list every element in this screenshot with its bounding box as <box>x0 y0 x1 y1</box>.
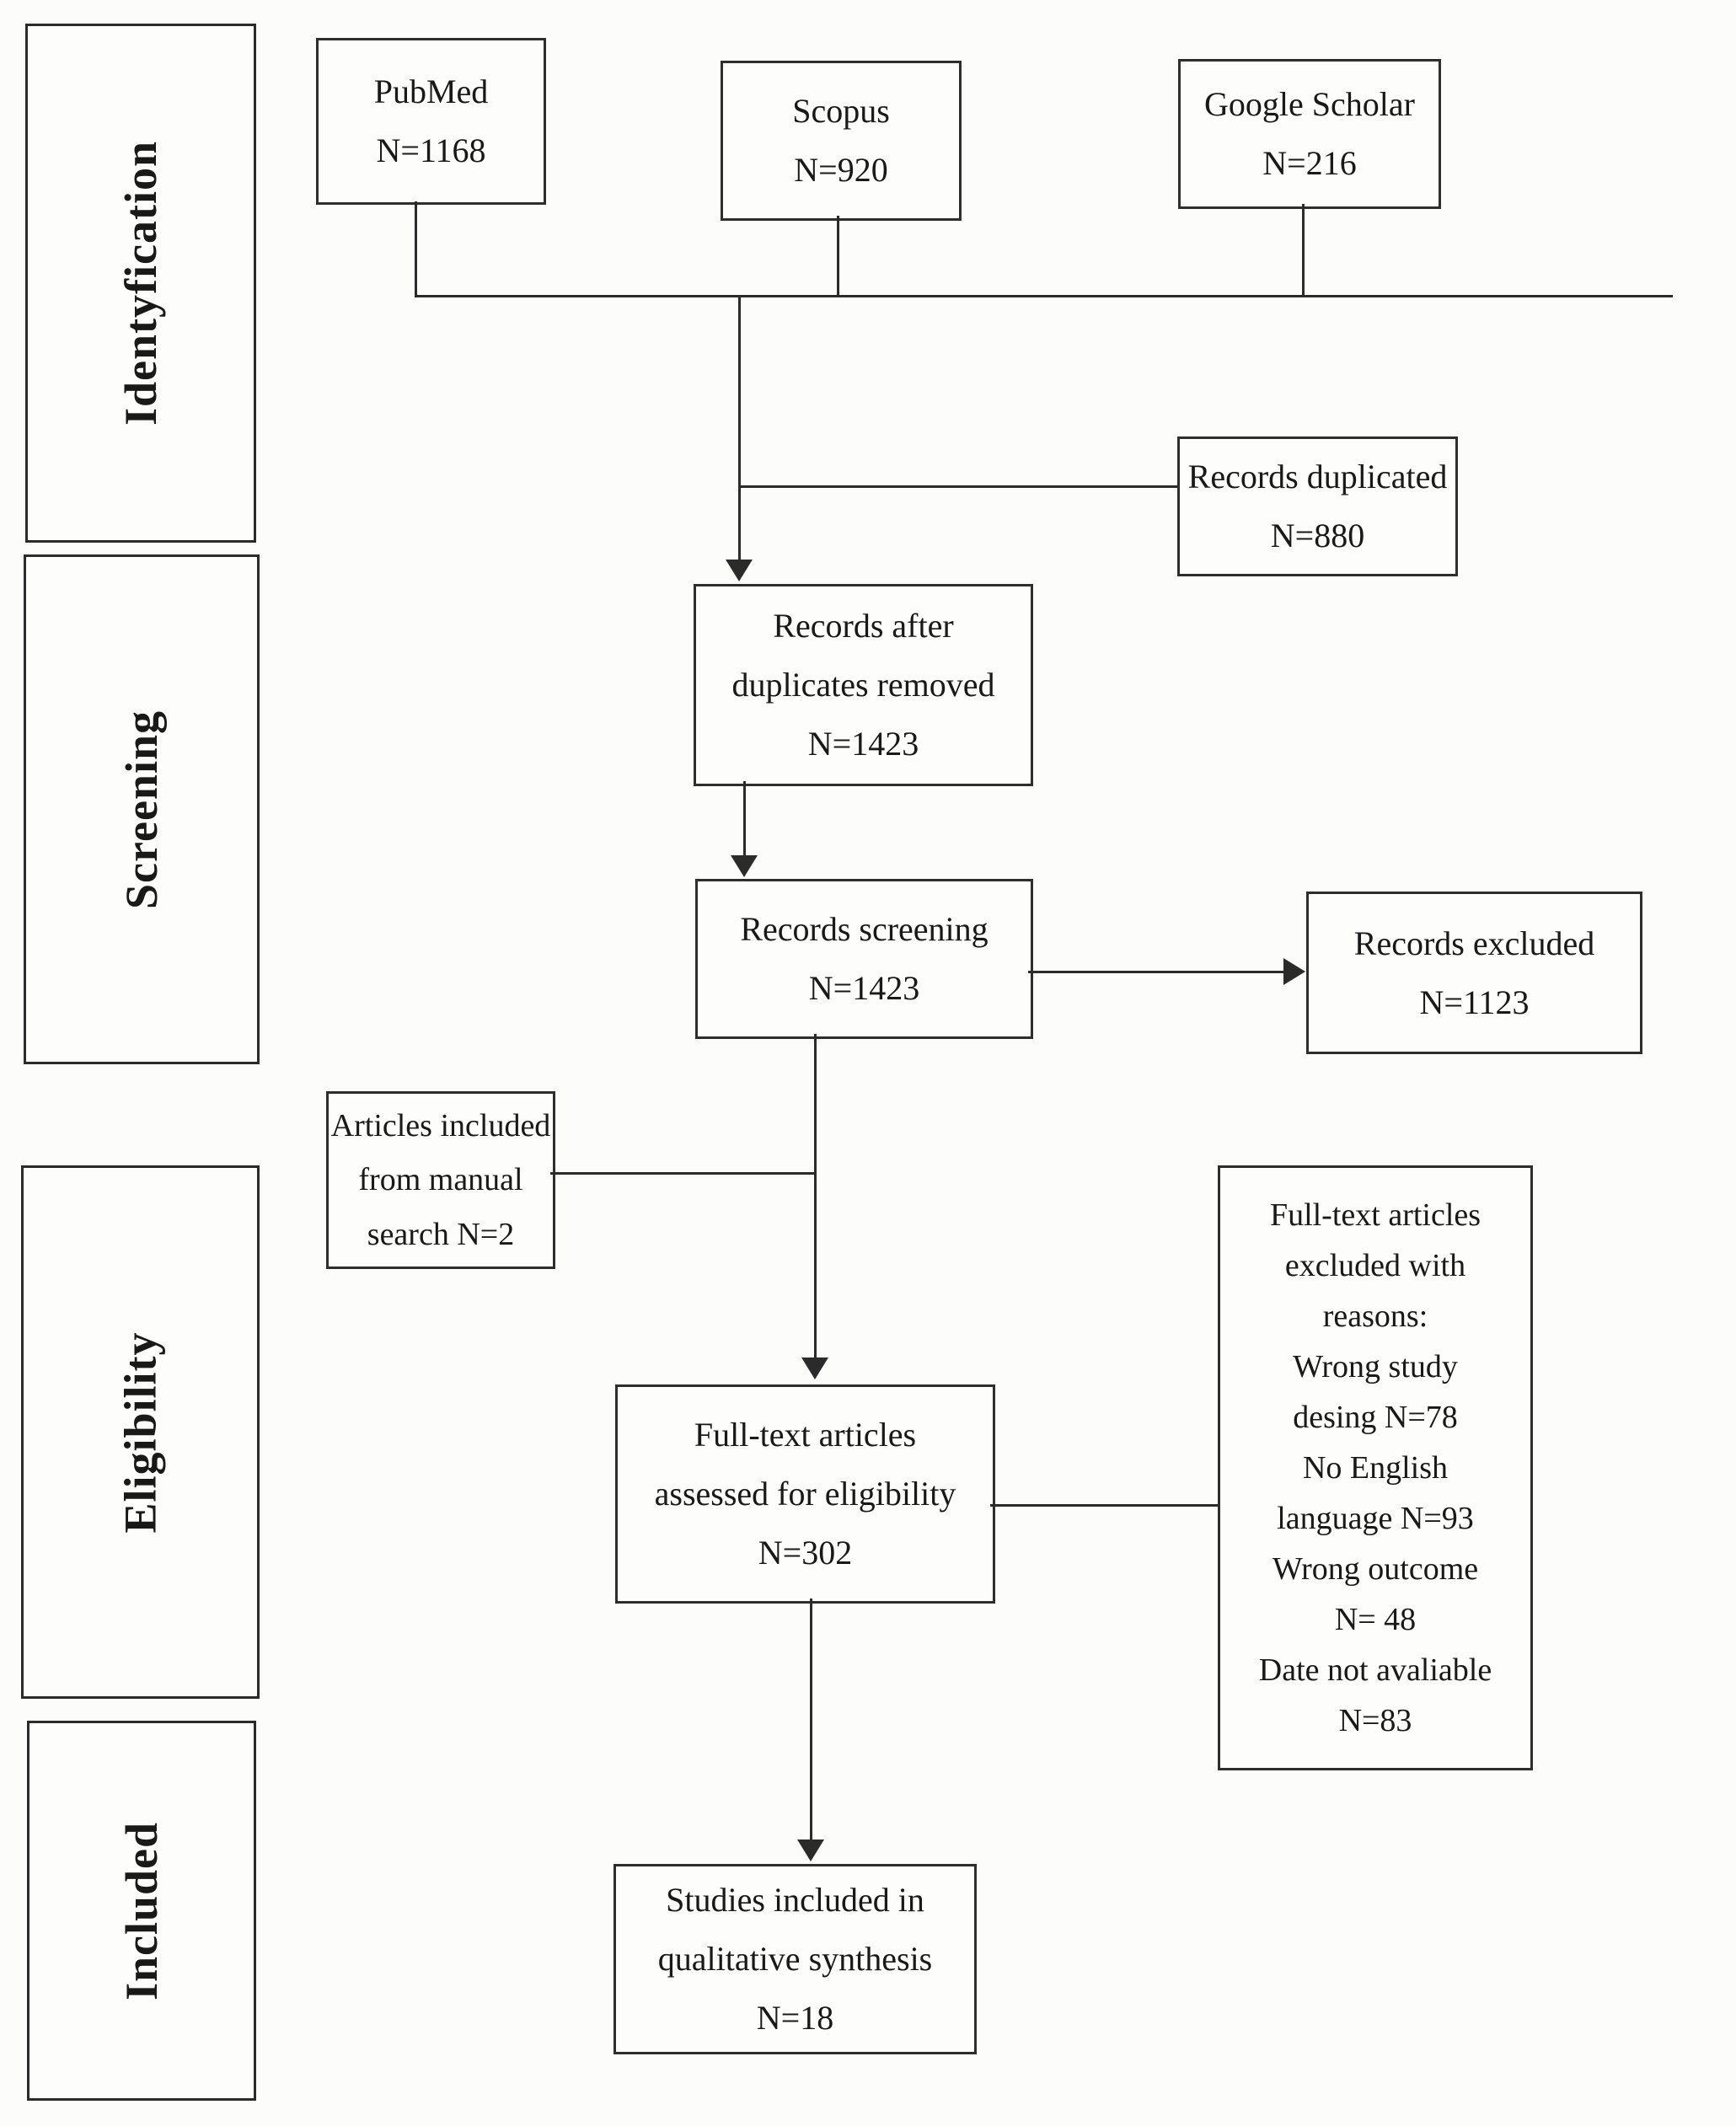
records-duplicated-box: Records duplicated N=880 <box>1177 436 1458 576</box>
node-line: Full-text articles <box>1269 1197 1481 1233</box>
stage-label-identification: Identyfication <box>25 24 256 543</box>
node-line: Scopus <box>792 92 890 130</box>
records-excluded-box: Records excluded N=1123 <box>1306 892 1642 1054</box>
fulltext-excluded-reasons-box: Full-text articles excluded with reasons… <box>1218 1165 1533 1770</box>
connector-screening-to-excluded <box>1028 971 1285 973</box>
node-line: Google Scholar <box>1204 85 1415 123</box>
node-line: N=1423 <box>808 969 920 1007</box>
node-line: N= 48 <box>1334 1602 1417 1638</box>
node-line: N=920 <box>794 151 888 189</box>
node-line: search N=2 <box>367 1216 515 1252</box>
node-line: duplicates removed <box>731 666 995 704</box>
node-line: desing N=78 <box>1293 1399 1458 1435</box>
records-after-duplicates-box: Records after duplicates removed N=1423 <box>694 584 1033 786</box>
node-line: N=302 <box>758 1534 853 1572</box>
arrowhead-down-icon <box>726 560 753 581</box>
node-line: N=1123 <box>1419 983 1530 1021</box>
node-line: N=216 <box>1262 144 1357 182</box>
node-line: excluded with <box>1284 1247 1466 1283</box>
node-line: Records excluded <box>1353 924 1595 962</box>
node-line: N=1168 <box>376 131 486 169</box>
connector-screening-to-fulltext <box>814 1034 817 1359</box>
scopus-source-box: Scopus N=920 <box>721 61 962 221</box>
fulltext-assessed-box: Full-text articles assessed for eligibil… <box>615 1384 995 1604</box>
node-line: N=1423 <box>807 725 919 763</box>
arrowhead-right-icon <box>1283 958 1305 985</box>
node-line: language N=93 <box>1277 1501 1474 1537</box>
node-line: assessed for eligibility <box>654 1475 956 1513</box>
node-line: Records duplicated <box>1187 458 1448 495</box>
stage-label-identification-text: Identyfication <box>115 141 166 426</box>
arrowhead-down-icon <box>801 1358 828 1379</box>
node-line: Studies included in <box>666 1881 924 1919</box>
connector-pubmed-to-collector <box>415 201 417 297</box>
node-line: Records screening <box>740 910 989 948</box>
arrowhead-down-icon <box>731 855 758 877</box>
connector-fulltext-to-studies-included <box>810 1599 812 1841</box>
stage-label-eligibility: Eligibility <box>21 1165 260 1699</box>
node-line: Wrong outcome <box>1272 1551 1479 1588</box>
node-line: Wrong study <box>1293 1348 1458 1384</box>
stage-label-included-text: Included <box>116 1821 167 2000</box>
connector-collector-to-records-after <box>738 297 741 561</box>
connector-manual-search-to-fulltext <box>550 1172 816 1175</box>
node-line: N=83 <box>1338 1703 1412 1739</box>
google-scholar-source-box: Google Scholar N=216 <box>1178 59 1441 209</box>
node-line: N=880 <box>1270 517 1365 554</box>
connector-collector-line <box>415 295 1673 297</box>
connector-scopus-to-collector <box>837 216 839 297</box>
node-line: Articles included <box>330 1107 551 1143</box>
studies-included-box: Studies included in qualitative synthesi… <box>613 1864 977 2054</box>
node-line: N=18 <box>756 1999 834 2037</box>
stage-label-included: Included <box>27 1721 256 2101</box>
connector-google-scholar-to-collector <box>1302 204 1305 297</box>
arrowhead-down-icon <box>797 1839 824 1861</box>
stage-label-eligibility-text: Eligibility <box>115 1331 166 1534</box>
node-line: No English <box>1302 1449 1449 1486</box>
pubmed-source-box: PubMed N=1168 <box>316 38 546 205</box>
records-screening-box: Records screening N=1423 <box>695 879 1033 1039</box>
stage-label-screening-text: Screening <box>116 710 167 909</box>
connector-fulltext-to-excluded-reasons <box>990 1504 1218 1507</box>
node-line: from manual <box>358 1162 523 1198</box>
node-line: Full-text articles <box>694 1416 917 1454</box>
connector-to-records-duplicated <box>739 485 1177 488</box>
node-line: qualitative synthesis <box>657 1940 933 1978</box>
manual-search-included-box: Articles included from manual search N=2 <box>326 1091 555 1269</box>
node-line: reasons: <box>1322 1298 1428 1334</box>
connector-records-after-to-screening <box>743 781 746 857</box>
node-line: PubMed <box>373 72 489 110</box>
node-line: Records after <box>773 607 954 645</box>
stage-label-screening: Screening <box>24 554 260 1064</box>
node-line: Date not avaliable <box>1258 1652 1492 1689</box>
